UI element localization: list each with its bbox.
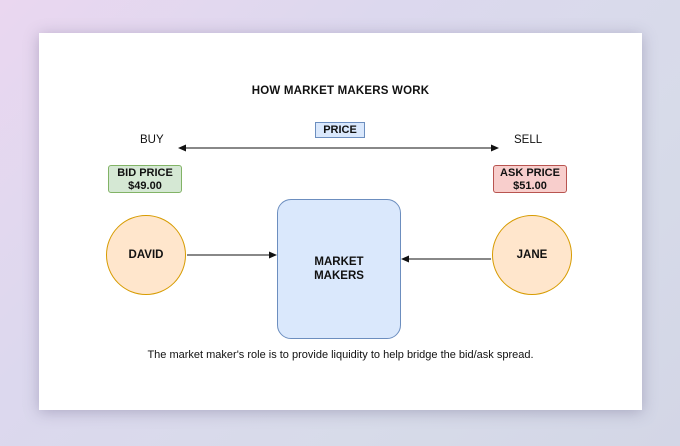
- diagram-title: HOW MARKET MAKERS WORK: [251, 85, 430, 97]
- market-makers-label-line1: MARKET: [314, 256, 364, 268]
- buyer-circle-david: DAVID: [106, 215, 186, 295]
- sell-label: SELL: [514, 134, 543, 146]
- diagram-caption: The market maker's role is to provide li…: [147, 349, 534, 361]
- market-makers-box: MARKET MAKERS: [277, 199, 401, 339]
- arrows-layer: [178, 144, 499, 263]
- seller-circle-jane: JANE: [492, 215, 572, 295]
- ask-price-box: ASK PRICE $51.00: [493, 165, 567, 193]
- buy-label: BUY: [140, 134, 164, 146]
- ask-price-value: $51.00: [513, 180, 547, 192]
- bid-price-box: BID PRICE $49.00: [108, 165, 182, 193]
- market-makers-label: MARKET MAKERS: [299, 255, 379, 283]
- market-makers-label-line2: MAKERS: [314, 270, 364, 282]
- seller-name: JANE: [516, 249, 548, 261]
- diagram-card: HOW MARKET MAKERS WORK BUY SELL PRICE BI…: [39, 33, 642, 410]
- bid-price-label: BID PRICE: [117, 167, 173, 179]
- bid-price-value: $49.00: [128, 180, 162, 192]
- ask-price-label: ASK PRICE: [500, 167, 560, 179]
- buyer-name: DAVID: [128, 249, 164, 261]
- price-label-box: PRICE: [315, 122, 365, 138]
